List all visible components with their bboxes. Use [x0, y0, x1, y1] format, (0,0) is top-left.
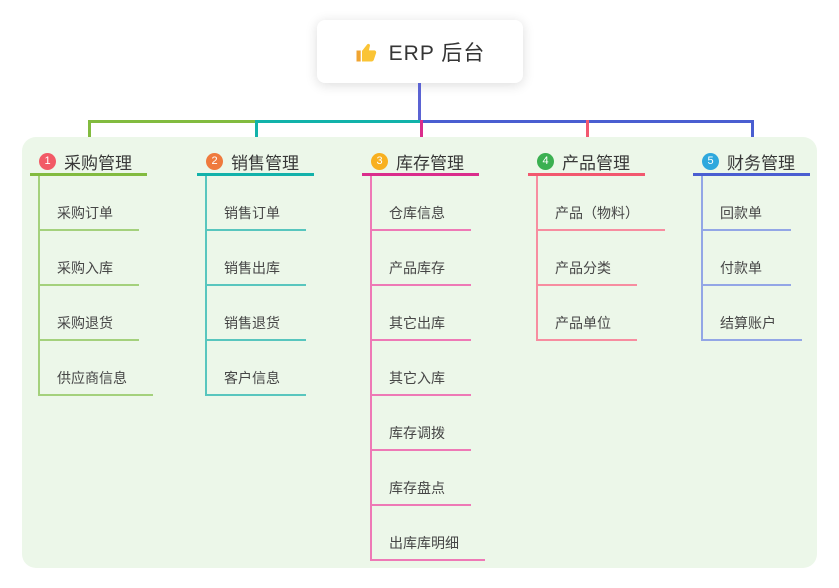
child-label: 回款单: [720, 205, 762, 221]
branch-label: 采购管理: [64, 154, 132, 173]
child-label: 采购订单: [57, 205, 113, 221]
branch-title[interactable]: 1 采购管理: [30, 150, 147, 176]
spine-line: [88, 120, 255, 123]
branch-children: 仓库信息产品库存其它出库其它入库库存调拨库存盘点出库库明细: [370, 176, 522, 561]
child-node[interactable]: 库存盘点: [372, 451, 471, 506]
branch-drop-line: [420, 120, 423, 149]
root-label: ERP 后台: [388, 41, 486, 65]
child-node[interactable]: 供应商信息: [40, 341, 153, 396]
branch-column: 3 库存管理 仓库信息产品库存其它出库其它入库库存调拨库存盘点出库库明细: [362, 150, 522, 561]
child-label: 产品库存: [389, 260, 445, 276]
thumbs-up-icon: [356, 43, 376, 61]
branch-children: 采购订单采购入库采购退货供应商信息: [38, 176, 190, 396]
branch-children: 销售订单销售出库销售退货客户信息: [205, 176, 357, 396]
child-label: 其它出库: [389, 315, 445, 331]
branch-number-badge: 3: [371, 153, 388, 170]
spine-line: [255, 120, 420, 123]
child-label: 产品单位: [555, 315, 611, 331]
child-node[interactable]: 产品（物料）: [538, 176, 665, 231]
branches-panel: [22, 137, 817, 568]
child-node[interactable]: 采购入库: [40, 231, 139, 286]
child-label: 销售出库: [224, 260, 280, 276]
root-node[interactable]: ERP 后台: [317, 20, 523, 83]
child-label: 供应商信息: [57, 370, 127, 386]
root-connector-line: [418, 83, 421, 121]
branch-number-badge: 5: [702, 153, 719, 170]
child-node[interactable]: 其它入库: [372, 341, 471, 396]
child-node[interactable]: 客户信息: [207, 341, 306, 396]
child-label: 结算账户: [720, 315, 776, 331]
branch-children: 产品（物料） 产品分类产品单位: [536, 176, 688, 341]
branch-label: 产品管理: [562, 154, 630, 173]
child-node[interactable]: 销售订单: [207, 176, 306, 231]
child-node[interactable]: 产品库存: [372, 231, 471, 286]
child-node[interactable]: 采购退货: [40, 286, 139, 341]
branch-column: 1 采购管理 采购订单采购入库采购退货供应商信息: [30, 150, 190, 396]
child-node[interactable]: 回款单: [703, 176, 791, 231]
branch-title[interactable]: 2 销售管理: [197, 150, 314, 176]
branch-column: 2 销售管理 销售订单销售出库销售退货客户信息: [197, 150, 357, 396]
child-node[interactable]: 产品分类: [538, 231, 637, 286]
branch-children: 回款单付款单结算账户: [701, 176, 839, 341]
child-label: 销售退货: [224, 315, 280, 331]
branch-title[interactable]: 4 产品管理: [528, 150, 645, 176]
child-label: 库存盘点: [389, 480, 445, 496]
branch-number-badge: 4: [537, 153, 554, 170]
child-label: 采购退货: [57, 315, 113, 331]
branch-title[interactable]: 3 库存管理: [362, 150, 479, 176]
branch-number-badge: 2: [206, 153, 223, 170]
child-label: 库存调拨: [389, 425, 445, 441]
branch-number-badge: 1: [39, 153, 56, 170]
child-node[interactable]: 采购订单: [40, 176, 139, 231]
child-label: 仓库信息: [389, 205, 445, 221]
child-label: 产品分类: [555, 260, 611, 276]
child-label: 付款单: [720, 260, 762, 276]
child-node[interactable]: 库存调拨: [372, 396, 471, 451]
branch-drop-line: [88, 120, 91, 149]
child-node[interactable]: 销售退货: [207, 286, 306, 341]
branch-drop-line: [586, 120, 589, 149]
child-node[interactable]: 付款单: [703, 231, 791, 286]
branch-drop-line: [255, 120, 258, 149]
child-node[interactable]: 产品单位: [538, 286, 637, 341]
branch-drop-line: [751, 120, 754, 149]
child-label: 产品（物料）: [555, 205, 639, 221]
branch-title[interactable]: 5 财务管理: [693, 150, 810, 176]
branch-label: 销售管理: [231, 154, 299, 173]
child-node[interactable]: 其它出库: [372, 286, 471, 341]
child-node[interactable]: 仓库信息: [372, 176, 471, 231]
child-node[interactable]: 出库库明细: [372, 506, 485, 561]
child-label: 采购入库: [57, 260, 113, 276]
child-label: 其它入库: [389, 370, 445, 386]
branch-label: 财务管理: [727, 154, 795, 173]
child-label: 销售订单: [224, 205, 280, 221]
child-node[interactable]: 结算账户: [703, 286, 802, 341]
child-label: 出库库明细: [389, 535, 459, 551]
child-node[interactable]: 销售出库: [207, 231, 306, 286]
child-label: 客户信息: [224, 370, 280, 386]
branch-label: 库存管理: [396, 154, 464, 173]
branch-column: 5 财务管理 回款单付款单结算账户: [693, 150, 839, 341]
branch-column: 4 产品管理 产品（物料） 产品分类产品单位: [528, 150, 688, 341]
